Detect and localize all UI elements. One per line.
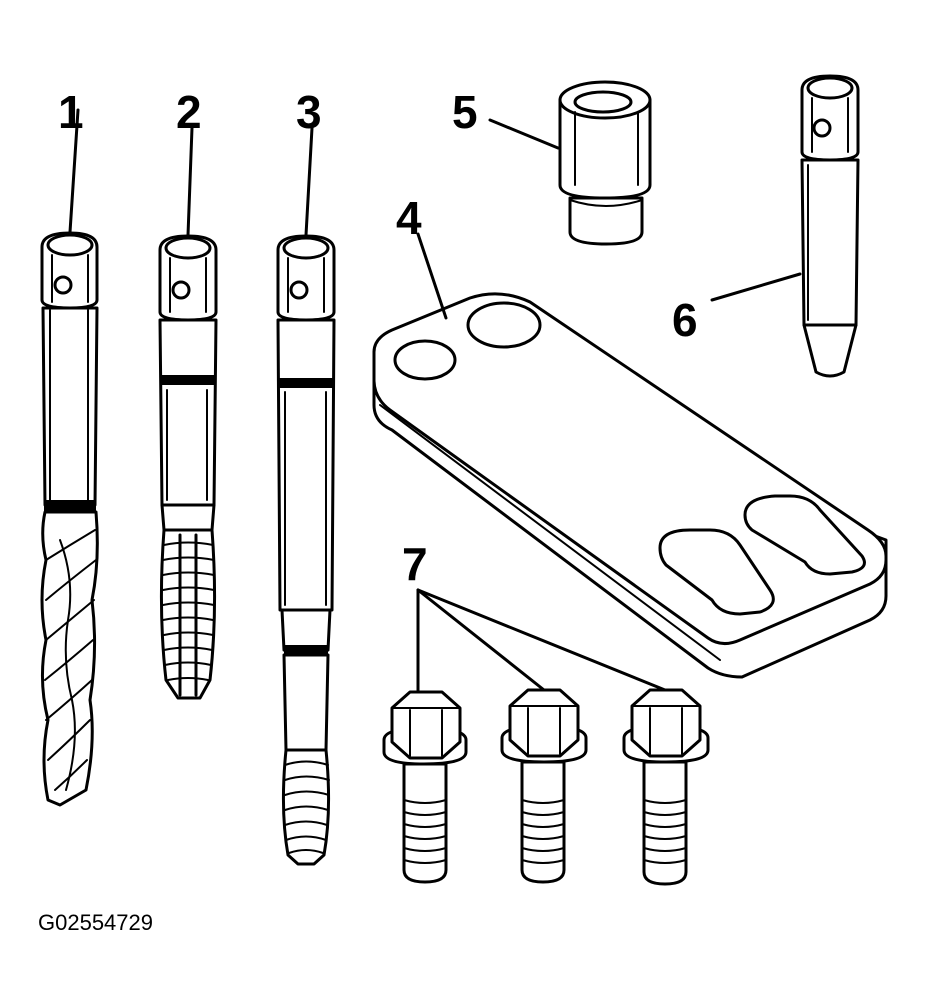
- fixture-plate: 4: [372, 192, 888, 679]
- drill-bit: 1: [40, 86, 99, 807]
- bolt-c: [622, 688, 710, 886]
- callout-6: 6: [672, 294, 698, 346]
- bolt-a: [382, 690, 468, 884]
- extractor: 3: [276, 86, 336, 866]
- sleeve: 5: [452, 80, 652, 246]
- callout-5: 5: [452, 86, 478, 138]
- callout-7: 7: [402, 538, 428, 590]
- plate-hole-right: [466, 301, 542, 349]
- bolt-b: [500, 688, 588, 884]
- callout-1: 1: [58, 86, 84, 138]
- tap: 2: [158, 86, 218, 700]
- driver: 6: [672, 74, 860, 378]
- callout-4: 4: [396, 192, 422, 244]
- figure-id: G02554729: [38, 910, 153, 935]
- callout-3: 3: [296, 86, 322, 138]
- plate-hole-left: [393, 339, 457, 381]
- bolts: 7: [382, 538, 710, 886]
- callout-2: 2: [176, 86, 202, 138]
- plate-slot-right: [743, 494, 866, 576]
- plate-slot-left: [658, 528, 775, 616]
